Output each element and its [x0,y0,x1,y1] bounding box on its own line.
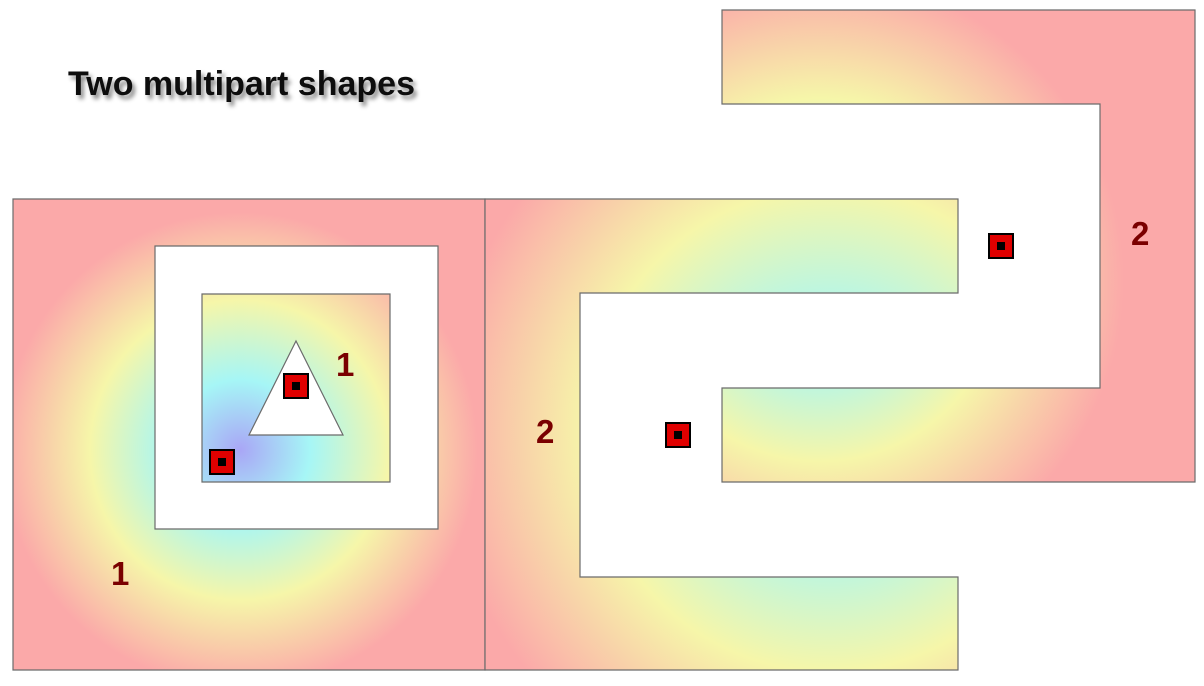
shape-2-outline [484,9,1196,671]
shape-1-outer-ring [13,199,485,670]
shape-label: 1 [336,346,354,383]
marker [665,422,691,448]
marker [283,373,309,399]
shape-2 [484,9,1196,671]
diagram-title: Two multipart shapes [68,65,415,103]
shape-label: 1 [111,555,129,592]
shape-label: 2 [1131,215,1149,252]
shape-label: 2 [536,413,554,450]
shape-1 [12,198,486,671]
marker [209,449,235,475]
marker [988,233,1014,259]
